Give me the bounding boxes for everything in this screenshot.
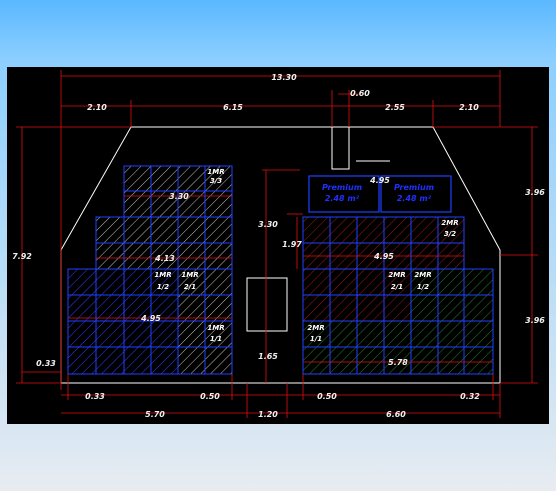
zone-sub-left-1: 3/3 [210,177,222,185]
dim-top-mid-right: 2.55 [385,103,405,112]
chimney [331,126,350,170]
zone-sub-left-3: 2/1 [184,283,196,291]
premium-box-2 [380,175,452,213]
dim-bottom-left-gap: 0.50 [200,392,220,401]
zone-labels: 1MR 3/3 1MR 1/2 1MR 2/1 1MR 1/1 2MR 3/2 … [154,168,458,343]
zone-sub-right-4: 1/1 [310,335,322,343]
zone-label-right-1: 2MR [441,219,458,227]
zone-label-left-4: 1MR [207,324,224,332]
dimension-labels: 13.30 2.10 6.15 0.60 2.55 2.10 7.92 0.33… [12,73,545,419]
dim-right-mid-width: 4.95 [373,252,394,261]
premium-title-1: Premium [322,183,362,192]
dim-left-row3: 4.95 [140,314,161,323]
dim-top-left-offset: 2.10 [87,103,107,112]
right-section [302,175,494,375]
dim-center-height-upper: 3.30 [258,220,278,229]
dim-center-height-lower: 1.65 [258,352,278,361]
zone-sub-right-3: 1/2 [417,283,429,291]
dim-top-mid-left: 6.15 [223,103,243,112]
left-section [67,165,233,375]
dim-bottom-left-inset: 0.33 [85,392,105,401]
dim-left-height: 7.92 [12,252,32,261]
dim-right-inner-height: 1.97 [282,240,302,249]
dim-right-top-width: 4.95 [369,176,390,185]
premium-area-2: 2.48 m² [397,194,432,203]
dim-left-row1: 3.30 [169,192,189,201]
dimension-lines [16,70,538,418]
premium-area-1: 2.48 m² [325,194,360,203]
zone-label-right-2: 2MR [388,271,405,279]
zone-sub-right-2: 2/1 [391,283,403,291]
zone-label-right-4: 2MR [307,324,324,332]
dim-bottom-left-total: 5.70 [145,410,165,419]
dim-bottom-right-total: 6.60 [386,410,406,419]
dim-right-bottom-width: 5.78 [388,358,408,367]
zone-sub-right-1: 3/2 [444,230,456,238]
dim-bottom-right-gap: 0.50 [317,392,337,401]
door [246,277,288,332]
dim-bottom-door: 1.20 [258,410,278,419]
zone-label-left-3: 1MR [181,271,198,279]
dim-bottom-right-inset: 0.32 [460,392,480,401]
dim-right-lower: 3.96 [525,316,545,325]
zone-sub-left-2: 1/2 [157,283,169,291]
dim-left-small: 0.33 [36,359,56,368]
dim-right-upper: 3.96 [525,188,545,197]
zone-sub-left-4: 1/1 [210,335,222,343]
zone-label-left-2: 1MR [154,271,171,279]
dim-left-row2: 4.13 [154,254,175,263]
zone-label-right-3: 2MR [414,271,431,279]
premium-title-2: Premium [394,183,434,192]
dim-top-chimney: 0.60 [350,89,370,98]
dim-overall-width: 13.30 [271,73,297,82]
dim-top-right-offset: 2.10 [459,103,479,112]
zone-label-left-1: 1MR [207,168,224,176]
premium-box-1 [308,175,380,213]
